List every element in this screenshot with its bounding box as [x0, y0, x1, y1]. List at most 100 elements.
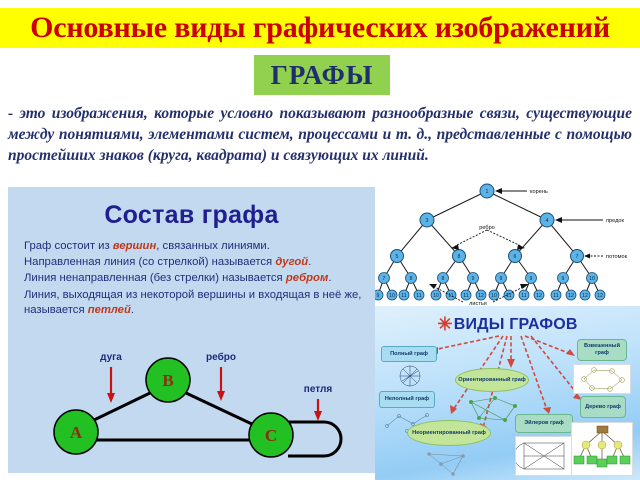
- definition-paragraph: - это изображения, которые условно показ…: [8, 105, 632, 164]
- heading-box-label: ГРАФЫ: [270, 59, 374, 90]
- tree-leaf: [550, 289, 562, 301]
- vertex-b: [145, 357, 191, 403]
- term-petley: петлей: [87, 303, 131, 316]
- tree-label-edge: ребро: [479, 225, 495, 231]
- tree-leaf-label: 9: [377, 293, 380, 299]
- tree-node-label: 7: [576, 254, 579, 260]
- tree-node-label: 9: [530, 276, 533, 282]
- tree-node: [437, 272, 449, 284]
- edge-b-c: [185, 391, 255, 427]
- callout-arrowhead-duga: [107, 393, 115, 403]
- definition-line: Граф состоит из вершин, связанных линиям…: [24, 239, 362, 254]
- vertex-a-label: A: [70, 423, 83, 442]
- tree-node: [452, 249, 466, 263]
- thumbnail-derevo-graf: [571, 422, 633, 476]
- thumbnail-eylerov-graf: [515, 436, 575, 476]
- tree-node: [390, 249, 404, 263]
- tree-leaf-label: 10: [433, 293, 439, 299]
- tree-leaf: [594, 289, 606, 301]
- thumbnail-neorientirovanny-graf: [423, 448, 479, 478]
- line-post: .: [308, 256, 312, 269]
- tree-leaf: [386, 289, 398, 301]
- star-icon: ✳: [437, 314, 453, 334]
- type-node-eylerov-graf[interactable]: Эйлеров граф: [515, 414, 573, 433]
- tree-leaf: [488, 289, 500, 301]
- tree-leaf: [375, 289, 384, 301]
- callout-arrowhead-petlya: [314, 411, 322, 421]
- tree-leaf: [475, 289, 487, 301]
- callout-label-petlya: петля: [304, 384, 333, 395]
- tree-leaf: [445, 289, 457, 301]
- definition-line: Линия ненаправленная (без стрелки) назыв…: [24, 271, 362, 286]
- tree-leaf: [503, 289, 515, 301]
- slide-title-banner: Основные виды графических изображений: [0, 8, 640, 48]
- vertex-c-label: C: [265, 426, 277, 445]
- tree-node: [419, 212, 435, 228]
- tree-leaf: [565, 289, 577, 301]
- tree-nodes: 1 3 4 5 8 6 7 7 8 8 9: [375, 183, 606, 301]
- tree-leaf: [533, 289, 545, 301]
- tree-node-root: [479, 183, 495, 199]
- tree-node: [586, 272, 598, 284]
- tree-diagram-svg: 1 3 4 5 8 6 7 7 8 8 9: [375, 183, 628, 306]
- tree-node-label: 3: [426, 218, 429, 224]
- tree-leaf: [413, 289, 425, 301]
- term-vershin: вершин: [112, 240, 157, 252]
- graph-figure-abc: A B C дуга ребро петля: [16, 347, 371, 467]
- tree-node-label: 5: [396, 254, 399, 260]
- definition-line: Направленная линия (со стрелкой) называе…: [24, 255, 362, 270]
- heading-box-grafy: ГРАФЫ: [254, 55, 390, 95]
- tree-leaf-label: 12: [478, 293, 484, 299]
- tree-node-label: 7: [383, 276, 386, 282]
- panel-sostav-grafa: Состав графа Граф состоит из вершин, свя…: [8, 187, 375, 473]
- type-node-vzveshenny-graf[interactable]: Взвешенный граф: [577, 339, 627, 361]
- vertex-c: [248, 412, 294, 458]
- tree-label-ancestor: предок: [606, 218, 625, 224]
- tree-leaf-label: 11: [553, 293, 558, 299]
- tree-leaf-label: 10: [491, 293, 497, 299]
- tree-node: [570, 249, 584, 263]
- tree-leaf: [518, 289, 530, 301]
- edge-a-b: [93, 391, 151, 422]
- type-node-derevo-graf[interactable]: Дерево граф: [580, 396, 626, 418]
- tree-node: [495, 272, 507, 284]
- tree-node-label: 6: [514, 254, 517, 260]
- types-panel-title: ВИДЫ ГРАФОВ: [453, 316, 578, 333]
- tree-leaf-label: 10: [389, 293, 395, 299]
- tree-leaf-label: 12: [582, 293, 588, 299]
- graph-figure-svg: A B C дуга ребро петля: [53, 351, 343, 458]
- line-post: .: [328, 272, 332, 285]
- panel-vidy-grafov: ✳ВИДЫ ГРАФОВ По: [375, 306, 640, 480]
- type-node-orientirovanny-graf[interactable]: Ориентированный граф: [455, 368, 529, 392]
- tree-leaf-label: 12: [536, 293, 542, 299]
- tree-node-label: 1: [486, 189, 489, 195]
- term-dugoy: дугой: [275, 256, 309, 269]
- definition-line: Линия, выходящая из некоторой вершины и …: [24, 288, 362, 318]
- tree-leaf-label: 12: [568, 293, 574, 299]
- thumbnail-polny-graf: [385, 364, 435, 388]
- loop-at-c: [288, 420, 343, 458]
- line-post: , связанных линиями.: [156, 240, 270, 252]
- tree-label-leaves: листья: [469, 301, 487, 306]
- tree-node-label: 9: [562, 276, 565, 282]
- panel-left-body: Граф состоит из вершин, связанных линиям…: [24, 239, 362, 319]
- type-node-polny-graf[interactable]: Полный граф: [381, 346, 437, 362]
- tree-node: [557, 272, 569, 284]
- tree-node-label: 8: [410, 276, 413, 282]
- tree-leaf-label: 11: [448, 293, 453, 299]
- line-pre: Линия, выходящая из некоторой вершины и …: [24, 288, 362, 316]
- panel-left-heading: Состав графа: [104, 201, 279, 229]
- callout-label-rebro: ребро: [206, 351, 236, 363]
- line-post: .: [130, 303, 135, 316]
- tree-leaf: [430, 289, 442, 301]
- tree-node: [405, 272, 417, 284]
- type-node-nepolny-graf[interactable]: Неполный граф: [379, 391, 435, 408]
- tree-node: [378, 272, 390, 284]
- panel-tree-diagram: 1 3 4 5 8 6 7 7 8 8 9: [375, 174, 640, 306]
- tree-node: [508, 249, 522, 263]
- line-pre: Граф состоит из: [24, 240, 113, 252]
- tree-node-label: 9: [472, 276, 475, 282]
- tree-leaf: [579, 289, 591, 301]
- type-node-neorientirovanny-graf[interactable]: Неориентированный граф: [407, 420, 491, 446]
- tree-node-label: 8: [442, 276, 445, 282]
